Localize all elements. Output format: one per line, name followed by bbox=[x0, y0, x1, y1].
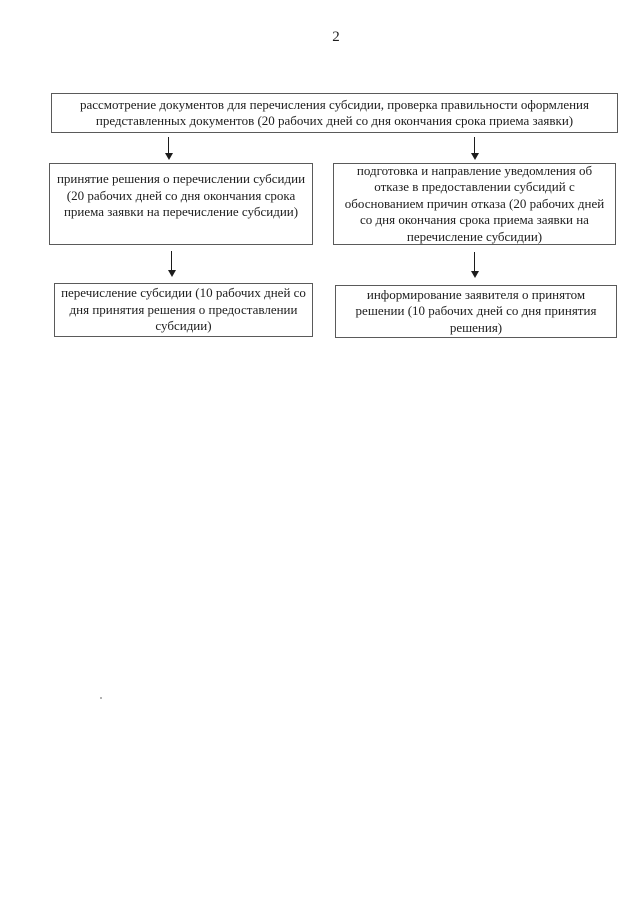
text-line: перечисление субсидии) bbox=[406, 228, 543, 244]
text-line: подготовка и направление уведомления об bbox=[356, 162, 593, 178]
text-line: решении (10 рабочих дней со дня принятия bbox=[355, 303, 597, 319]
text-line: решения) bbox=[449, 319, 503, 335]
text-line: дня принятия решения о предоставлении bbox=[69, 301, 298, 317]
text-line: информирование заявителя о принятом bbox=[366, 286, 586, 302]
text-line: субсидии) bbox=[155, 318, 212, 334]
arrow-head bbox=[164, 153, 173, 160]
arrow-shaft bbox=[474, 252, 475, 271]
arrow-head bbox=[470, 153, 479, 160]
arrow-down-icon bbox=[470, 252, 479, 278]
arrow-shaft bbox=[168, 137, 169, 153]
arrow-down-icon bbox=[167, 251, 176, 277]
arrow-head bbox=[470, 271, 479, 278]
arrow-shaft bbox=[171, 251, 172, 270]
text-line: (20 рабочих дней со дня окончания срока bbox=[66, 187, 296, 203]
flow-node-subsidy-transfer: перечисление субсидии (10 рабочих дней с… bbox=[54, 283, 313, 337]
arrow-head bbox=[167, 270, 176, 277]
flow-node-refusal-notice: подготовка и направление уведомления об … bbox=[333, 163, 616, 245]
arrow-down-icon bbox=[470, 137, 479, 160]
text-line: принятие решения о перечислении субсидии bbox=[56, 171, 306, 186]
flow-node-review-documents: рассмотрение документов для перечисления… bbox=[51, 93, 618, 133]
page-number: 2 bbox=[332, 29, 340, 45]
text-line: со дня окончания срока приема заявки на bbox=[360, 212, 589, 228]
scan-speck-dot bbox=[100, 697, 102, 699]
flow-node-inform-applicant: информирование заявителя о принятом реше… bbox=[335, 285, 617, 338]
text-line: приема заявки на перечисление субсидии) bbox=[63, 204, 299, 219]
text-line: представленных документов (20 рабочих дн… bbox=[95, 113, 574, 128]
flow-node-decision-transfer: принятие решения о перечислении субсидии… bbox=[49, 163, 313, 245]
text-line: рассмотрение документов для перечисления… bbox=[79, 96, 589, 112]
text-line: перечисление субсидии (10 рабочих дней с… bbox=[61, 285, 306, 301]
arrow-down-icon bbox=[164, 137, 173, 160]
text-line: обоснованием причин отказа (20 рабочих д… bbox=[344, 195, 605, 211]
text-line: отказе в предоставлении субсидий с bbox=[374, 179, 575, 195]
arrow-shaft bbox=[474, 137, 475, 153]
